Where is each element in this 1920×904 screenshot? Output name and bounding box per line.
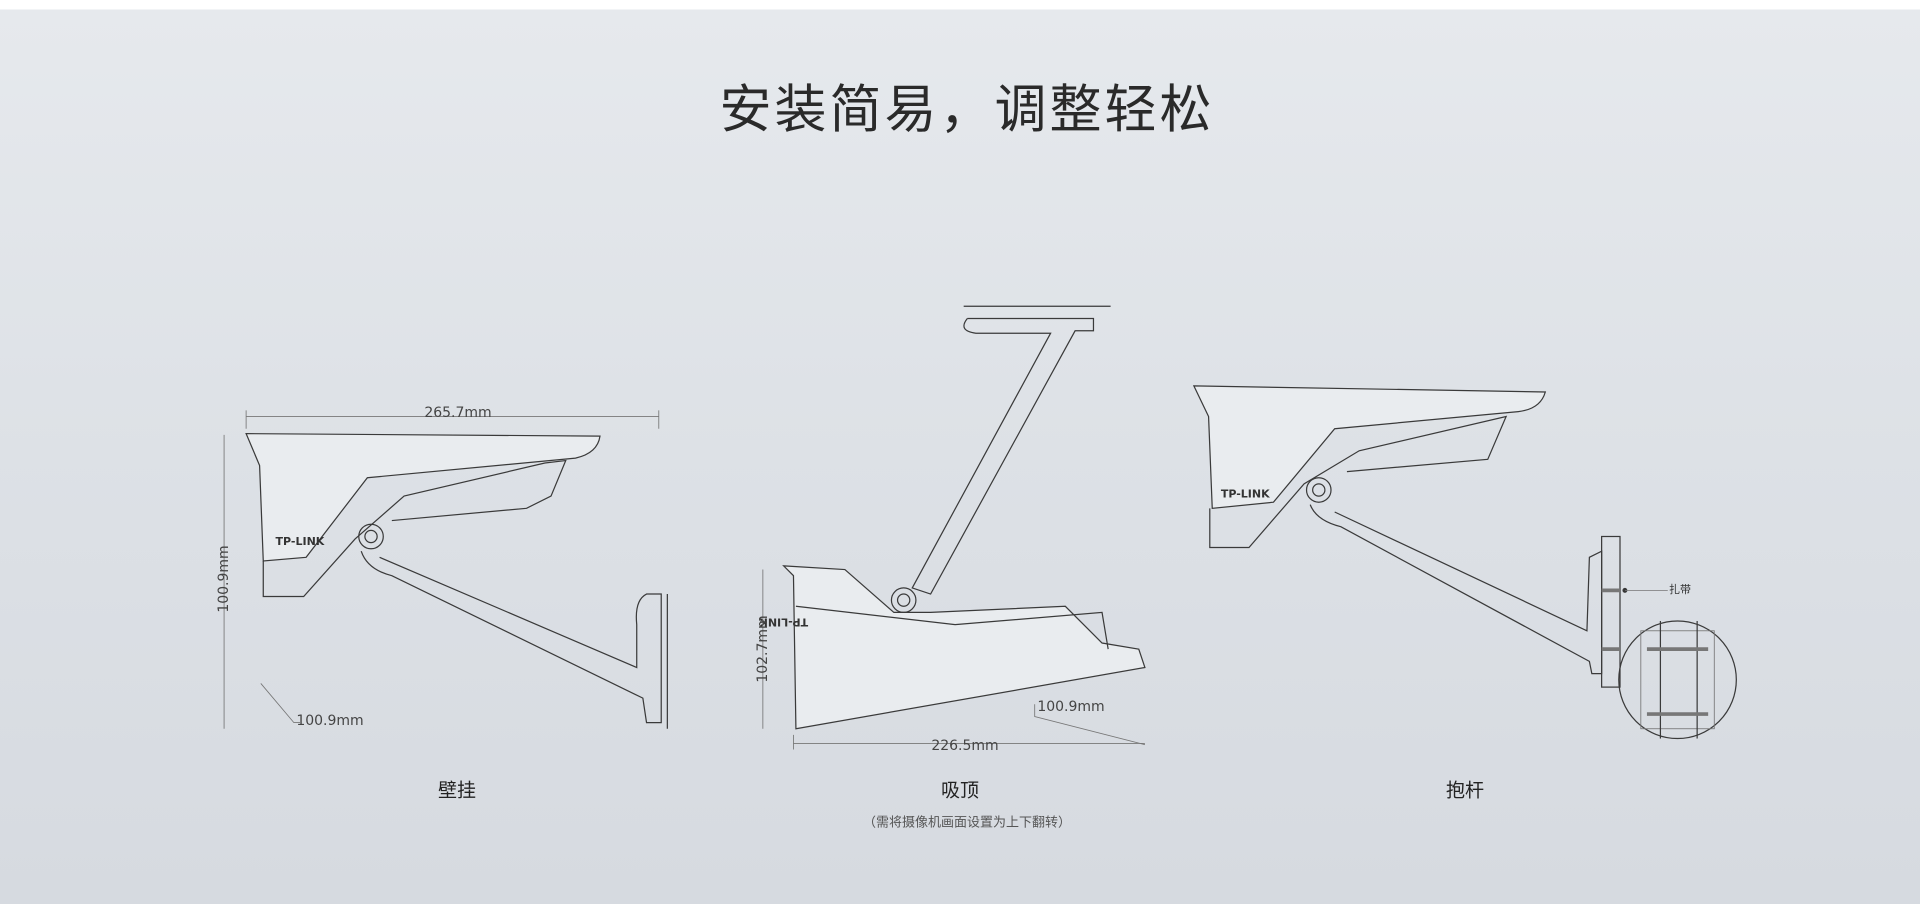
wall-depth-dimension: 100.9mm bbox=[296, 713, 364, 729]
wall-mount-label: 壁挂 bbox=[437, 779, 477, 802]
wall-width-dimension: 265.7mm bbox=[424, 405, 492, 421]
pole-mount-label: 抱杆 bbox=[1445, 779, 1485, 802]
svg-text:TP-LINK: TP-LINK bbox=[1221, 487, 1270, 500]
page-title: 安装简易，调整轻松 bbox=[719, 80, 1215, 141]
svg-text:TP-LINK: TP-LINK bbox=[276, 535, 325, 548]
ceiling-mount-note: （需将摄像机画面设置为上下翻转） bbox=[862, 815, 1072, 831]
ceiling-width-dimension: 226.5mm bbox=[931, 738, 999, 754]
wall-height-dimension: 100.9mm bbox=[216, 545, 232, 613]
pole-mount-drawing: TP-LINK bbox=[1192, 385, 1737, 740]
wall-mount-drawing: TP-LINK bbox=[223, 410, 668, 729]
ceiling-mount-drawing: TP-LINK bbox=[759, 305, 1146, 750]
ceiling-height-dimension: 102.7mm bbox=[755, 615, 771, 683]
cable-tie-callout: 扎带 bbox=[1669, 583, 1691, 596]
svg-text:TP-LINK: TP-LINK bbox=[759, 616, 808, 629]
ceiling-mount-label: 吸顶 bbox=[940, 779, 980, 802]
ceiling-depth-dimension: 100.9mm bbox=[1037, 699, 1105, 715]
